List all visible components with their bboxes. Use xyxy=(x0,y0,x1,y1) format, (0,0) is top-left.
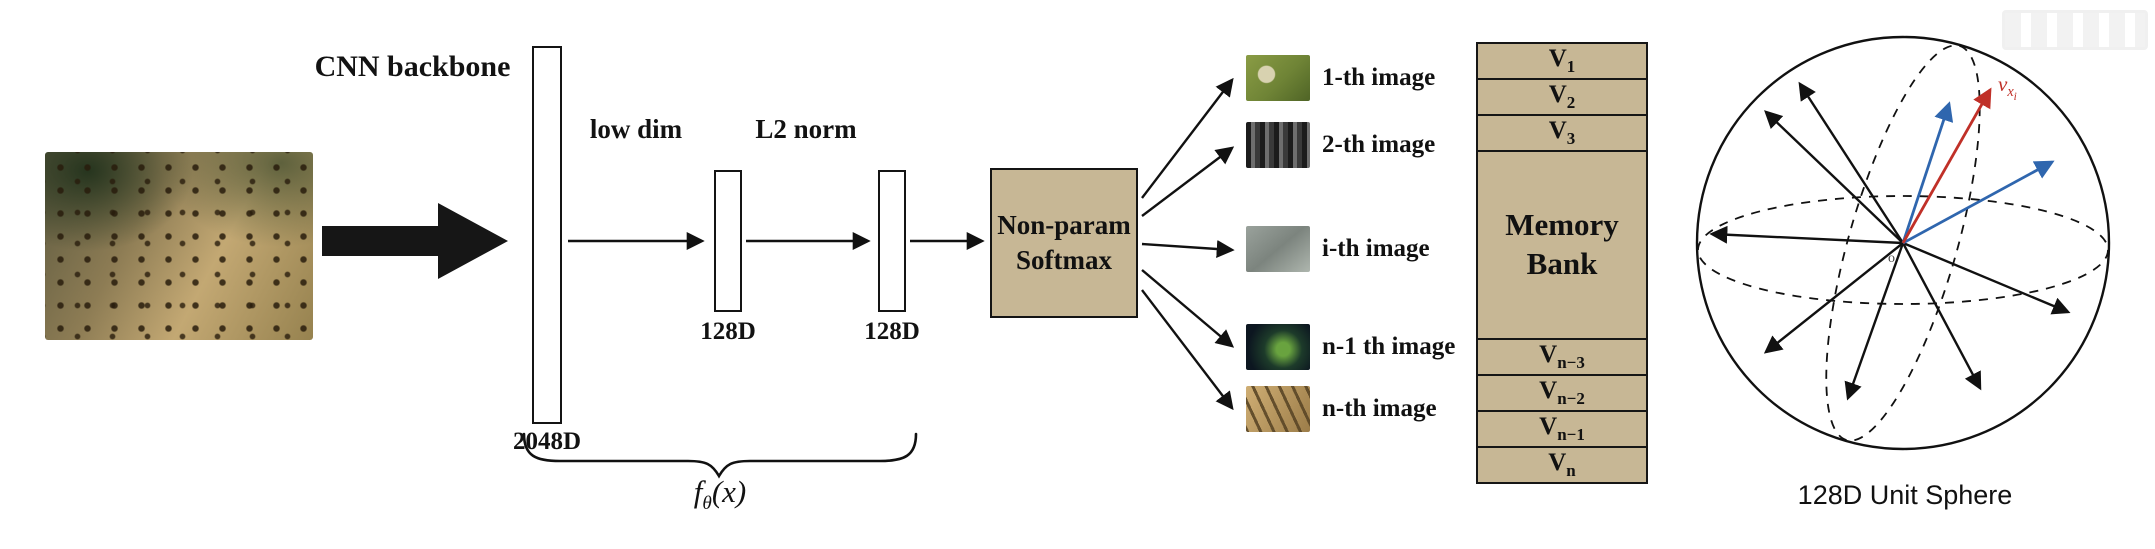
image-label-n1: n-1 th image xyxy=(1322,333,1456,360)
embed-dim-label-2: 128D xyxy=(864,318,920,345)
memory-bank-cell-v2: V2 xyxy=(1476,78,1648,116)
watermark xyxy=(2002,10,2148,50)
embedding-rect-1 xyxy=(714,170,742,312)
red-vector-label: vxi xyxy=(1998,72,2017,104)
memory-bank-cell-vn2: Vn−2 xyxy=(1476,374,1648,412)
l2-norm-label: L2 norm xyxy=(755,114,857,144)
memory-bank-cell-vn: Vn xyxy=(1476,446,1648,484)
embedding-rect-2 xyxy=(878,170,906,312)
softmax-to-imagen-arrow xyxy=(1141,289,1234,411)
image-label-i: i-th image xyxy=(1322,235,1430,262)
sphere-vector-red xyxy=(1901,87,1992,244)
embed-dim-label-1: 128D xyxy=(700,318,756,345)
thumbnail-image-i xyxy=(1246,226,1310,272)
image-label-2: 2-th image xyxy=(1322,131,1436,158)
sphere-vector-blue-2 xyxy=(1902,160,2055,245)
sphere-vector-black-3 xyxy=(1709,225,1904,245)
backbone-dim-label: 2048D xyxy=(512,428,582,455)
low-dim-label: low dim xyxy=(589,114,683,144)
unit-sphere-diagram: o xyxy=(1695,35,2111,451)
memory-bank-cell-vn3: Vn−3 xyxy=(1476,338,1648,376)
sphere-vector-black-7 xyxy=(1902,241,2071,315)
softmax-label-line1: Non-param xyxy=(997,209,1131,240)
thumbnail-image-2 xyxy=(1246,122,1310,168)
unit-sphere-caption: 128D Unit Sphere xyxy=(1797,480,2013,510)
sphere-vector-blue-1 xyxy=(1901,101,1954,244)
sphere-origin-label: o xyxy=(1888,251,1895,266)
softmax-to-image2-arrow xyxy=(1141,146,1235,217)
softmax-to-imagen1-arrow xyxy=(1141,269,1235,348)
sphere-vector-black-4 xyxy=(1763,242,1904,354)
sphere-meridian xyxy=(1825,44,1981,442)
sphere-equator xyxy=(1697,195,2109,305)
softmax-label-line2: Softmax xyxy=(1016,245,1112,275)
image-label-n: n-th image xyxy=(1322,395,1437,422)
sphere-vector-black-1 xyxy=(1798,81,1905,244)
image-label-1: 1-th image xyxy=(1322,64,1436,91)
memory-bank-cell-vn1: Vn−1 xyxy=(1476,410,1648,448)
sphere-outline xyxy=(1695,35,2111,451)
sphere-vector-black-5 xyxy=(1844,242,1905,401)
softmax-to-imagei-arrow xyxy=(1141,240,1235,258)
f-theta-label: fθ(x) xyxy=(693,474,747,515)
memory-bank: V1 V2 V3 Memory Bank Vn−3 Vn−2 Vn−1 Vn xyxy=(1476,42,1648,484)
input-to-cnn-arrow xyxy=(322,203,508,279)
softmax-to-image1-arrow xyxy=(1141,77,1234,199)
thumbnail-image-n1 xyxy=(1246,324,1310,370)
memory-bank-cell-v3: V3 xyxy=(1476,114,1648,152)
sphere-vector-black-6 xyxy=(1901,242,1982,391)
input-image xyxy=(45,152,313,340)
cnn-feature-rect xyxy=(532,46,562,424)
memory-bank-cell-v1: V1 xyxy=(1476,42,1648,80)
memory-bank-title: Memory Bank xyxy=(1476,150,1648,340)
thumbnail-image-n xyxy=(1246,386,1310,432)
non-param-softmax-box: Non-param Softmax xyxy=(990,168,1138,318)
cnn-backbone-label: CNN backbone xyxy=(314,50,511,83)
thumbnail-image-1 xyxy=(1246,55,1310,101)
sphere-vector-black-2 xyxy=(1764,110,1904,244)
